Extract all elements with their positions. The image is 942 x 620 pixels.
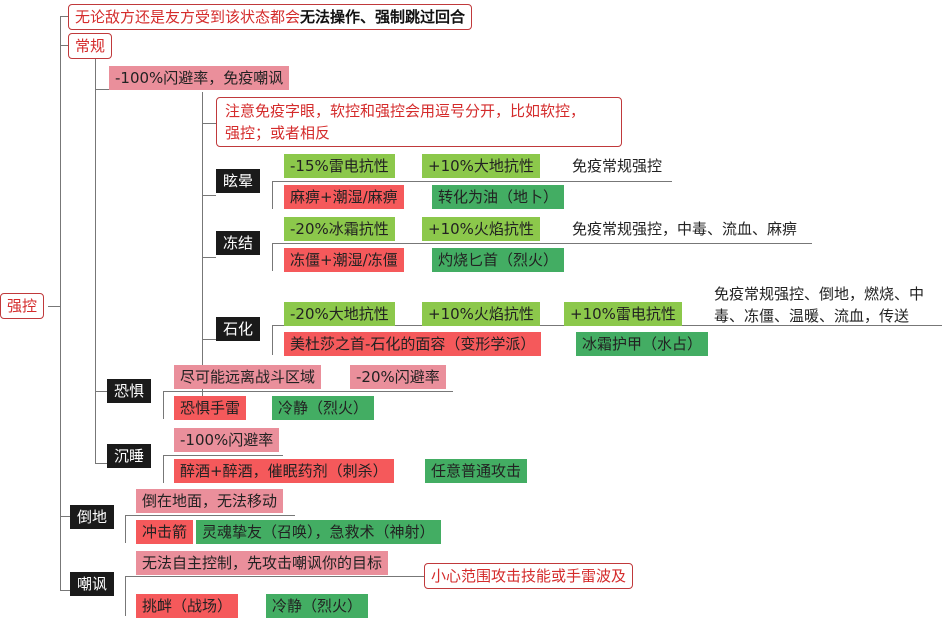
connector	[60, 590, 70, 591]
immune-text: 免疫常规强控	[572, 157, 663, 175]
counter[interactable]: 冷静（烈火）	[272, 396, 375, 420]
source[interactable]: 冻僵+潮湿/冻僵	[284, 248, 404, 272]
connector	[125, 515, 295, 516]
source[interactable]: 恐惧手雷	[174, 396, 247, 420]
counter[interactable]: 任意普通攻击	[425, 459, 528, 483]
root-node[interactable]: 强控	[0, 293, 45, 319]
connector	[95, 89, 109, 90]
connector	[125, 576, 425, 577]
counter[interactable]: 冷静（烈火）	[266, 594, 369, 618]
connector	[272, 181, 672, 182]
effect[interactable]: -15%雷电抗性	[284, 154, 395, 178]
counter[interactable]: 转化为油（地卜）	[432, 185, 565, 209]
states-trunk	[202, 92, 203, 414]
state-freeze[interactable]: 冻结	[216, 231, 261, 255]
top-note[interactable]: 无论敌方还是友方受到该状态都会无法操作、强制跳过回合	[68, 4, 473, 30]
connector	[163, 455, 283, 456]
source[interactable]: 冲击箭	[136, 520, 194, 544]
state-knockdown[interactable]: 倒地	[70, 505, 115, 529]
effect[interactable]: +10%雷电抗性	[564, 302, 682, 326]
state-stun[interactable]: 眩晕	[216, 169, 261, 193]
connector	[272, 243, 273, 271]
state-taunt[interactable]: 嘲讽	[70, 572, 115, 596]
counter[interactable]: 灵魂挚友（召唤），急救术（神射）	[196, 520, 441, 544]
source[interactable]: 醉酒+醉酒，催眠药剂（刺杀）	[174, 459, 394, 483]
effect[interactable]: +10%火焰抗性	[422, 217, 540, 241]
immune-note[interactable]: 注意免疫字眼，软控和强控会用逗号分开，比如软控， 强控；或者相反	[216, 97, 622, 147]
connector	[272, 243, 812, 244]
root-branch	[48, 306, 60, 307]
effect[interactable]: +10%火焰抗性	[422, 302, 540, 326]
effect[interactable]: +10%大地抗性	[422, 154, 540, 178]
connector	[95, 463, 107, 464]
connector	[95, 391, 107, 392]
counter[interactable]: 冰霜护甲（水占）	[576, 332, 709, 356]
connector	[163, 391, 164, 419]
connector	[202, 123, 216, 124]
effect[interactable]: 倒在地面，无法移动	[136, 489, 284, 513]
normal-effect[interactable]: -100%闪避率，免疫嘲讽	[109, 66, 290, 90]
connector	[125, 576, 126, 616]
connector	[163, 391, 453, 392]
immune-text: 免疫常规强控、倒地，燃烧、中 毒、冻僵、温暖、流血，传送	[708, 283, 930, 327]
connector	[202, 195, 216, 196]
root-trunk	[60, 16, 61, 591]
immune-note-line1: 注意免疫字眼，软控和强控会用逗号分开，比如软控，	[225, 102, 586, 120]
connector	[272, 181, 273, 209]
effect[interactable]: -20%闪避率	[350, 365, 446, 389]
source[interactable]: 美杜莎之首-石化的面容（变形学派）	[284, 332, 542, 356]
immune-text: 免疫常规强控，中毒、流血、麻痹	[572, 220, 798, 238]
normal-trunk	[95, 58, 96, 464]
connector	[272, 325, 273, 355]
effect[interactable]: 尽可能远离战斗区域	[174, 365, 322, 389]
connector	[125, 515, 126, 543]
effect[interactable]: -100%闪避率	[174, 428, 280, 452]
effect[interactable]: -20%冰霜抗性	[284, 217, 395, 241]
source[interactable]: 麻痹+潮湿/麻痹	[284, 185, 404, 209]
normal-node[interactable]: 常规	[68, 33, 113, 59]
immune-note-line2: 强控；或者相反	[225, 124, 331, 142]
state-sleep[interactable]: 沉睡	[107, 444, 152, 468]
connector	[163, 455, 164, 483]
immune-line2: 毒、冻僵、温暖、流血，传送	[714, 307, 910, 325]
connector	[60, 45, 68, 46]
immune-line1: 免疫常规强控、倒地，燃烧、中	[714, 285, 925, 303]
counter[interactable]: 灼烧匕首（烈火）	[432, 248, 565, 272]
effect[interactable]: 无法自主控制，先攻击嘲讽你的目标	[136, 551, 389, 575]
effect[interactable]: -20%大地抗性	[284, 302, 395, 326]
connector	[202, 339, 216, 340]
state-petrify[interactable]: 石化	[216, 317, 261, 341]
source[interactable]: 挑衅（战场）	[136, 594, 239, 618]
taunt-note[interactable]: 小心范围攻击技能或手雷波及	[424, 563, 634, 589]
top-note-bold-text: 无法操作、强制跳过回合	[300, 8, 466, 26]
connector	[202, 257, 216, 258]
top-note-red-text: 无论敌方还是友方受到该状态都会	[75, 8, 301, 26]
connector	[60, 16, 68, 17]
state-fear[interactable]: 恐惧	[107, 379, 152, 403]
connector	[60, 516, 70, 517]
